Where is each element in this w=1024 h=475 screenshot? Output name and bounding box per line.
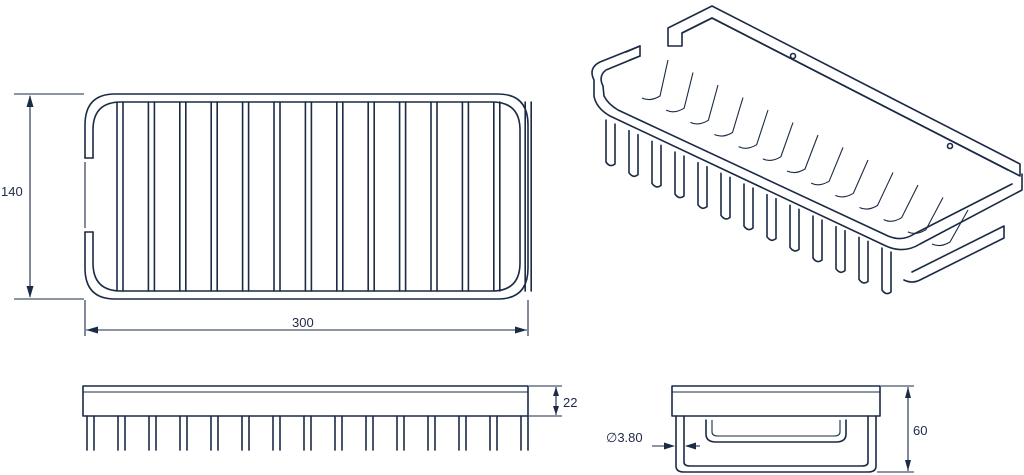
top-view-wires: [116, 101, 533, 292]
dim-140-label: 140: [1, 184, 23, 199]
iso-hanging-wire: [697, 161, 708, 210]
side-view-handle: [705, 419, 847, 443]
iso-rim-outer: [591, 45, 1023, 251]
iso-rim-inner: [600, 55, 1013, 240]
front-view-rim: [82, 385, 529, 417]
iso-hanging-wire: [835, 225, 846, 274]
side-view-rim: [671, 385, 881, 417]
iso-inner-wire: [810, 147, 844, 186]
front-view-wires: [86, 415, 529, 451]
dim-60-label: 60: [913, 423, 927, 438]
side-view: 60 ∅3.80: [606, 385, 927, 473]
dim-300-arrow-right: [515, 326, 527, 334]
iso-hanging-wire: [858, 236, 869, 284]
iso-wires: [605, 59, 969, 295]
dim-wire-label: ∅3.80: [606, 430, 643, 445]
iso-inner-wire: [907, 197, 944, 234]
iso-inner-wire: [931, 209, 969, 247]
iso-hanging-wire: [766, 193, 777, 242]
iso-inner-wire: [835, 159, 869, 198]
side-view-basket-outline: [675, 415, 877, 473]
dim-300-label: 300: [292, 315, 314, 330]
iso-inner-wire: [762, 122, 794, 161]
dim-wire-arrow-right: [685, 442, 696, 450]
iso-hanging-wire: [720, 172, 731, 220]
front-view: 22: [82, 385, 577, 451]
iso-hanging-wire: [651, 140, 662, 188]
iso-hanging-wire: [743, 183, 754, 231]
iso-inner-wire: [665, 72, 694, 113]
iso-inner-wire: [883, 184, 919, 222]
iso-rim-left-cap: [625, 45, 641, 61]
iso-bottom-rail: [903, 225, 1005, 283]
dim-60-arrow-top: [905, 387, 911, 398]
dim-22-arrow-bottom: [553, 406, 559, 415]
top-view-inner-frame: [92, 101, 521, 292]
dim-wire-arrow-left: [664, 442, 675, 450]
iso-back-rim-inner: [681, 17, 1009, 171]
iso-hanging-wire: [789, 204, 800, 252]
iso-mount-hole-right: [946, 142, 954, 150]
iso-hanging-wire: [674, 151, 685, 199]
iso-hanging-wire: [812, 215, 823, 263]
isometric-view: [591, 5, 1023, 295]
iso-inner-wire: [738, 109, 769, 149]
dim-140-arrow-top: [26, 95, 34, 107]
dim-22-label: 22: [563, 395, 577, 410]
side-view-basket-inner: [683, 415, 869, 467]
dim-60-arrow-bottom: [905, 460, 911, 471]
dim-140-arrow-bottom: [26, 286, 34, 298]
top-view-outer-frame: [84, 93, 529, 300]
iso-inner-wire: [641, 59, 669, 101]
dim-22-arrow-top: [553, 387, 559, 396]
iso-hanging-wire: [881, 247, 892, 295]
iso-hanging-wire: [605, 119, 616, 167]
iso-mount-hole-left: [789, 52, 797, 60]
iso-inner-wire: [786, 134, 819, 174]
iso-back-rim: [667, 5, 1021, 177]
iso-inner-wire: [859, 172, 894, 210]
iso-hanging-wire: [628, 129, 639, 178]
iso-inner-wire: [690, 84, 719, 125]
dim-300-arrow-left: [86, 326, 98, 334]
iso-inner-wire: [714, 97, 744, 137]
top-view: 140 300: [1, 93, 533, 336]
side-view-handle-inner: [711, 420, 841, 437]
